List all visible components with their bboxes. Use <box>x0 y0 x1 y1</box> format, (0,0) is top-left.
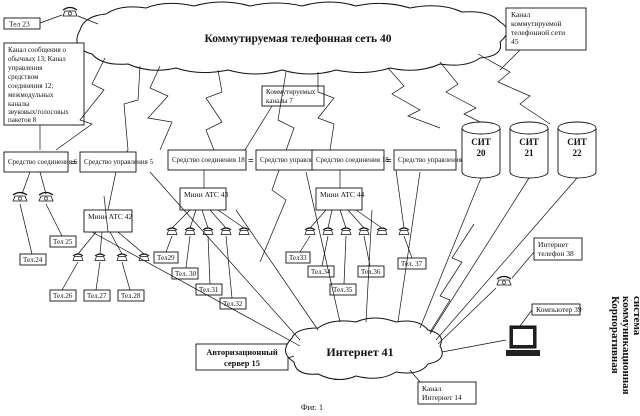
conn-means-6-label: Средство соединения 6 <box>8 158 78 166</box>
svg-text:Тел.27: Тел.27 <box>87 292 107 300</box>
svg-text:Канал сообщения о: Канал сообщения о <box>8 46 66 54</box>
cti-22: СИТ 22 <box>558 122 596 178</box>
computer-icon <box>506 326 540 356</box>
phone-icon <box>239 228 249 235</box>
conn-means-18a-label: Средство соединения 18 <box>172 156 245 164</box>
svg-text:СИТ: СИТ <box>471 137 491 147</box>
phone-icon <box>185 228 195 235</box>
pbx-43: Мини АТС 43 <box>180 188 229 210</box>
phone-icon <box>95 254 105 261</box>
svg-text:Корпоративная: Корпоративная <box>609 296 621 374</box>
phone-icon <box>221 228 231 235</box>
svg-text:обычных 13; Канал: обычных 13; Канал <box>8 55 66 63</box>
svg-text:Канал: Канал <box>422 384 442 393</box>
svg-text:СИТ: СИТ <box>519 137 539 147</box>
svg-text:Мини АТС 42: Мини АТС 42 <box>88 212 133 221</box>
vertical-title: Корпоративная коммуникационная система <box>609 296 640 395</box>
tel23-phone-icon <box>63 8 77 17</box>
svg-text:20: 20 <box>477 148 487 158</box>
pbx-43-phone-labels: Тел29 Тел. 30 Тел.31 Тел.32 <box>154 252 246 309</box>
svg-text:соединения 12;: соединения 12; <box>8 82 53 90</box>
svg-text:средством: средством <box>8 73 39 81</box>
phone-icon <box>359 228 369 235</box>
pstn-cloud: Коммутируемая телефонная сеть 40 <box>77 2 507 74</box>
svg-text:Мини АТС 44: Мини АТС 44 <box>320 190 365 199</box>
equals-sign: = <box>386 156 392 167</box>
svg-text:Авторизационный: Авторизационный <box>206 347 278 357</box>
pbx-44: Мини АТС 44 <box>316 188 365 210</box>
svg-text:коммуникационная: коммуникационная <box>620 296 632 395</box>
svg-text:22: 22 <box>573 148 583 158</box>
svg-text:Тел. 37: Тел. 37 <box>401 260 423 268</box>
svg-text:Тел33: Тел33 <box>289 254 307 262</box>
figure-caption: Фиг. 1 <box>301 402 323 412</box>
svg-text:телефонной сети: телефонной сети <box>511 28 565 37</box>
unit-1: Средство соединения 6 = Средство управле… <box>4 152 154 172</box>
phone-icon <box>305 228 315 235</box>
callout-trunk-line2: каналы 7 <box>266 97 293 105</box>
cti-21: СИТ 21 <box>510 122 548 178</box>
equals-sign: = <box>71 158 77 169</box>
phone-icon <box>399 228 409 235</box>
phone-icon <box>13 193 27 202</box>
svg-text:Тел.36: Тел.36 <box>361 268 381 276</box>
svg-text:телефон 38: телефон 38 <box>538 249 574 258</box>
svg-text:Тел.26: Тел.26 <box>53 292 73 300</box>
callout-trunk-line1: Коммутируемых <box>266 88 316 96</box>
svg-text:Тел.31: Тел.31 <box>199 286 219 294</box>
svg-text:Интернет: Интернет <box>538 240 569 249</box>
ctrl-means-5-label: Средство управления 5 <box>84 158 154 166</box>
svg-text:система: система <box>631 296 640 336</box>
ctrl-means-19-label: Средство управления 19 <box>398 156 471 164</box>
tel23-label: Тел 23 <box>9 20 30 29</box>
pbx-42-phone-labels: Тел.24 Тел 25 Тел.26 Тел.27 Тел.28 <box>20 236 144 301</box>
equals-sign: = <box>248 156 254 167</box>
internet-cloud: Интернет 41 <box>285 318 442 380</box>
phone-icon <box>341 228 351 235</box>
internet-label: Интернет 41 <box>326 345 393 359</box>
phone-icon <box>167 228 177 235</box>
cti-20: СИТ 20 <box>462 122 500 178</box>
svg-text:21: 21 <box>525 148 535 158</box>
phone-icon <box>73 254 83 261</box>
svg-text:45: 45 <box>511 37 519 46</box>
svg-text:Канал: Канал <box>511 10 531 19</box>
svg-text:Тел. 30: Тел. 30 <box>175 270 197 278</box>
pstn-label: Коммутируемая телефонная сеть 40 <box>204 33 391 45</box>
svg-text:Тел.28: Тел.28 <box>121 292 141 300</box>
svg-text:Тел29: Тел29 <box>157 254 175 262</box>
phone-icon <box>139 254 149 261</box>
svg-text:коммутируемой: коммутируемой <box>511 19 562 28</box>
unit-2: Средство соединения 18 = Средство управл… <box>168 150 333 170</box>
svg-text:управления: управления <box>8 64 43 72</box>
phone-icon <box>323 228 333 235</box>
unit-3: Средство соединения 18 = Средство управл… <box>312 150 471 170</box>
svg-text:Компьютер 39: Компьютер 39 <box>536 305 582 314</box>
svg-text:сервер 15: сервер 15 <box>224 358 260 368</box>
svg-text:межмодульных: межмодульных <box>8 91 54 99</box>
svg-text:Интернет 14: Интернет 14 <box>422 393 462 402</box>
pbx-42: Мини АТС 42 <box>84 210 133 232</box>
svg-text:пакетов 8: пакетов 8 <box>8 116 37 124</box>
conn-means-18b-label: Средство соединения 18 <box>316 156 389 164</box>
svg-text:Тел.35: Тел.35 <box>333 286 353 294</box>
svg-text:Мини АТС 43: Мини АТС 43 <box>184 190 229 199</box>
svg-text:каналы: каналы <box>8 100 30 108</box>
internet-phone-icon <box>497 277 511 286</box>
svg-text:Тел.32: Тел.32 <box>223 300 243 308</box>
svg-text:звуковых/голосовых: звуковых/голосовых <box>8 108 69 116</box>
svg-text:Тел.24: Тел.24 <box>23 256 43 264</box>
svg-text:СИТ: СИТ <box>567 137 587 147</box>
phone-icon <box>117 254 127 261</box>
phone-icon <box>377 228 387 235</box>
svg-text:Тел 25: Тел 25 <box>53 238 73 246</box>
